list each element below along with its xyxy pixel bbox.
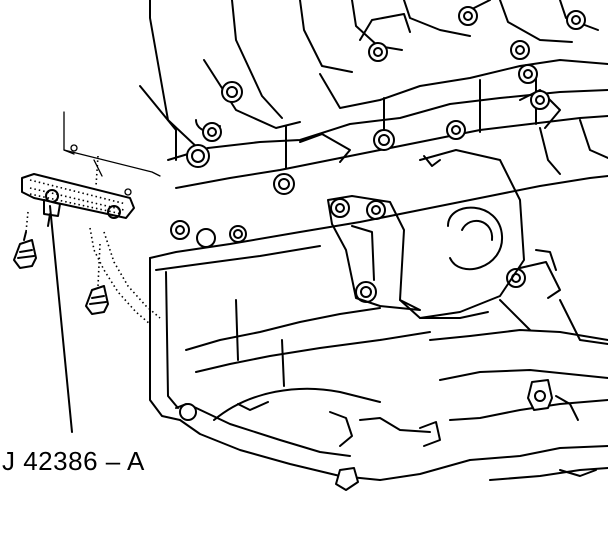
alignment-bolt-right: [85, 243, 109, 315]
reference-plate: [63, 111, 161, 196]
seal-alignment-marks: [89, 155, 161, 325]
callout-leader-line: [49, 205, 73, 433]
front-cover-bracket: [327, 149, 561, 319]
tool-callout-label: J 42386 – A: [2, 446, 145, 476]
bolt-bosses: [170, 6, 586, 303]
alignment-tool: [21, 173, 135, 227]
oil-pan: [149, 175, 608, 491]
alignment-bolt-left: [13, 211, 37, 269]
